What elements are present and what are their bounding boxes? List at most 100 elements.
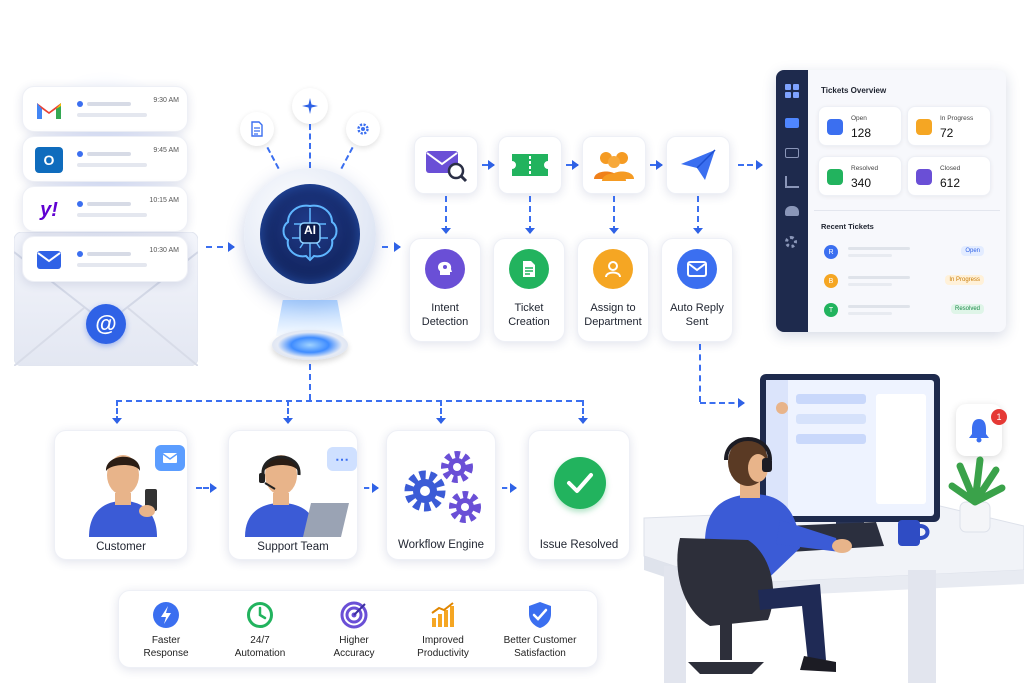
step-label: Assign to: [590, 302, 636, 314]
step-label: Detection: [421, 316, 469, 328]
gear-icon[interactable]: [785, 236, 797, 248]
document-icon: [509, 249, 549, 289]
inbox-search-icon: [414, 136, 478, 194]
stat-open[interactable]: Open 128: [818, 106, 902, 146]
workflow-engine-label: Workflow Engine: [397, 539, 485, 551]
ai-brain-icon: AI: [260, 184, 360, 284]
target-icon: [314, 600, 394, 630]
ticket-row[interactable]: T Resolved: [818, 301, 988, 319]
gear-icon: [346, 112, 380, 146]
ticket-row[interactable]: R Open: [818, 243, 988, 261]
people-icon: [582, 136, 646, 194]
step-label: Auto Reply: [670, 302, 724, 314]
bell-icon: [969, 419, 989, 443]
chat-mail-icon: [155, 445, 185, 471]
grid-icon[interactable]: [785, 84, 799, 98]
status-badge: Resolved: [950, 304, 984, 314]
benefit-label: 24/7: [250, 635, 270, 646]
mail-icon[interactable]: [785, 118, 799, 128]
brain-icon: [425, 249, 465, 289]
benefit-label: Higher: [339, 635, 369, 646]
sparkle-icon: [292, 88, 328, 124]
issue-resolved-label: Issue Resolved: [539, 539, 619, 551]
stat-label: Closed: [940, 165, 961, 172]
mail-icon: [677, 249, 717, 289]
stat-label: Open: [851, 115, 867, 122]
step-assign-department: Assign to Department: [577, 238, 649, 342]
stat-value: 340: [851, 176, 872, 190]
gears-icon: [404, 451, 481, 523]
support-team-label: Support Team: [257, 541, 329, 553]
stat-label: Resolved: [851, 165, 879, 172]
dashboard-panel: Tickets Overview Open 128 In Progress 72…: [776, 70, 1006, 332]
stat-in-progress[interactable]: In Progress 72: [907, 106, 991, 146]
dashboard-title: Tickets Overview: [821, 86, 887, 95]
email-item[interactable]: y! 10:15 AM: [22, 186, 188, 232]
avatar: R: [824, 245, 838, 259]
stat-value: 72: [940, 126, 954, 140]
users-icon[interactable]: [785, 206, 799, 216]
mail-icon: [35, 247, 63, 273]
workstation-illustration: [643, 374, 1024, 683]
benefit-label: Productivity: [417, 648, 469, 659]
workflow-engine-card: Workflow Engine: [386, 430, 496, 560]
benefit-label: Accuracy: [333, 648, 375, 659]
lightning-icon: [126, 600, 206, 630]
email-time: 10:30 AM: [149, 247, 179, 254]
benefit-label: Satisfaction: [514, 648, 566, 659]
step-label: Ticket: [514, 302, 544, 314]
step-label: Intent: [431, 302, 459, 314]
email-item[interactable]: O 9:45 AM: [22, 136, 188, 182]
support-agent-icon: [245, 455, 349, 537]
notification-count: 1: [991, 409, 1007, 425]
ticket-row[interactable]: B In Progress: [818, 272, 988, 290]
avatar: T: [824, 303, 838, 317]
benefit-label: Response: [143, 648, 189, 659]
status-badge: In Progress: [945, 275, 984, 285]
step-label: Sent: [685, 316, 709, 328]
dashboard-sidebar: [776, 70, 808, 332]
stat-value: 128: [851, 126, 872, 140]
user-icon: [593, 249, 633, 289]
stat-closed[interactable]: Closed 612: [907, 156, 991, 196]
email-time: 9:30 AM: [153, 97, 179, 104]
support-team-card: ⋯ Support Team: [228, 430, 358, 560]
benefit-label: Automation: [234, 648, 286, 659]
clock-icon: [220, 600, 300, 630]
at-icon: @: [86, 304, 126, 344]
shield-check-icon: [494, 600, 586, 630]
outlook-icon: O: [35, 147, 63, 173]
benefit-label: Better Customer: [503, 635, 577, 646]
stat-resolved[interactable]: Resolved 340: [818, 156, 902, 196]
avatar: B: [824, 274, 838, 288]
email-time: 9:45 AM: [153, 147, 179, 154]
yahoo-icon: y!: [40, 198, 58, 221]
email-item[interactable]: 9:30 AM: [22, 86, 188, 132]
recent-tickets-title: Recent Tickets: [821, 222, 874, 231]
ai-base: [272, 330, 348, 360]
ai-label: AI: [304, 223, 316, 237]
customer-person-icon: [89, 455, 157, 537]
issue-resolved-card: Issue Resolved: [528, 430, 630, 560]
email-item[interactable]: 10:30 AM: [22, 236, 188, 282]
check-icon: [554, 457, 606, 509]
gmail-icon: [35, 97, 63, 123]
ticket-icon[interactable]: [785, 148, 799, 158]
ticket-icon: [498, 136, 562, 194]
stat-label: In Progress: [940, 115, 974, 122]
step-label: Creation: [508, 316, 550, 328]
benefit-label: Improved: [422, 635, 464, 646]
chart-icon[interactable]: [785, 176, 799, 188]
send-icon: [666, 136, 730, 194]
chat-bubble-icon: ⋯: [327, 447, 357, 471]
step-label: Department: [584, 316, 642, 328]
customer-label: Customer: [96, 541, 146, 553]
customer-card: Customer: [54, 430, 188, 560]
email-time: 10:15 AM: [149, 197, 179, 204]
